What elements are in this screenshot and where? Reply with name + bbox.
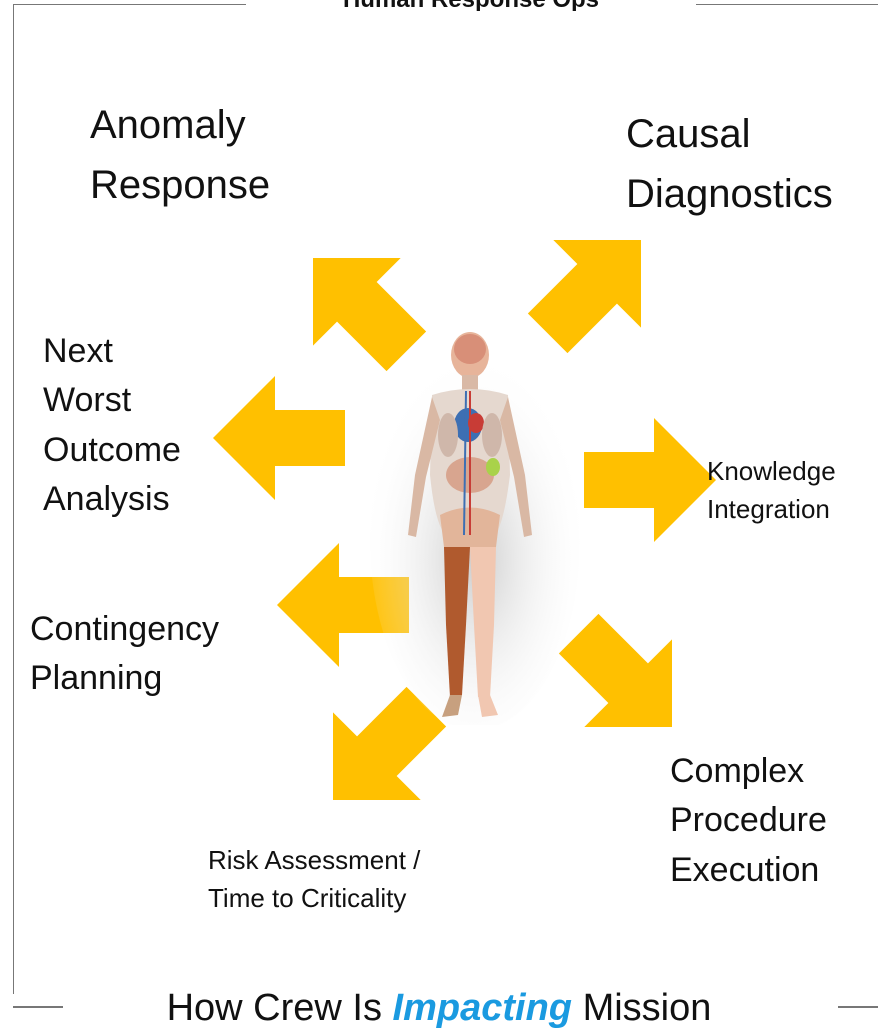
arrow-left-upper — [213, 376, 345, 500]
label-complex-procedure-execution: Complex Procedure Execution — [670, 747, 827, 895]
human-body-figure — [370, 325, 580, 725]
label-next-worst-outcome-analysis: Next Worst Outcome Analysis — [43, 327, 181, 524]
diagram-caption: How Crew Is Impacting Mission — [0, 985, 878, 1031]
label-contingency-planning: Contingency Planning — [30, 605, 219, 704]
label-causal-diagnostics: Causal Diagnostics — [626, 104, 833, 224]
label-risk-assessment: Risk Assessment / Time to Criticality — [208, 842, 420, 917]
caption-highlight: Impacting — [393, 987, 572, 1029]
human-body-icon — [370, 325, 580, 725]
caption-after: Mission — [583, 987, 712, 1029]
arrow-right — [584, 418, 716, 542]
label-knowledge-integration: Knowledge Integration — [707, 453, 836, 528]
label-anomaly-response: Anomaly Response — [90, 95, 270, 215]
caption-before: How Crew Is — [167, 987, 382, 1029]
